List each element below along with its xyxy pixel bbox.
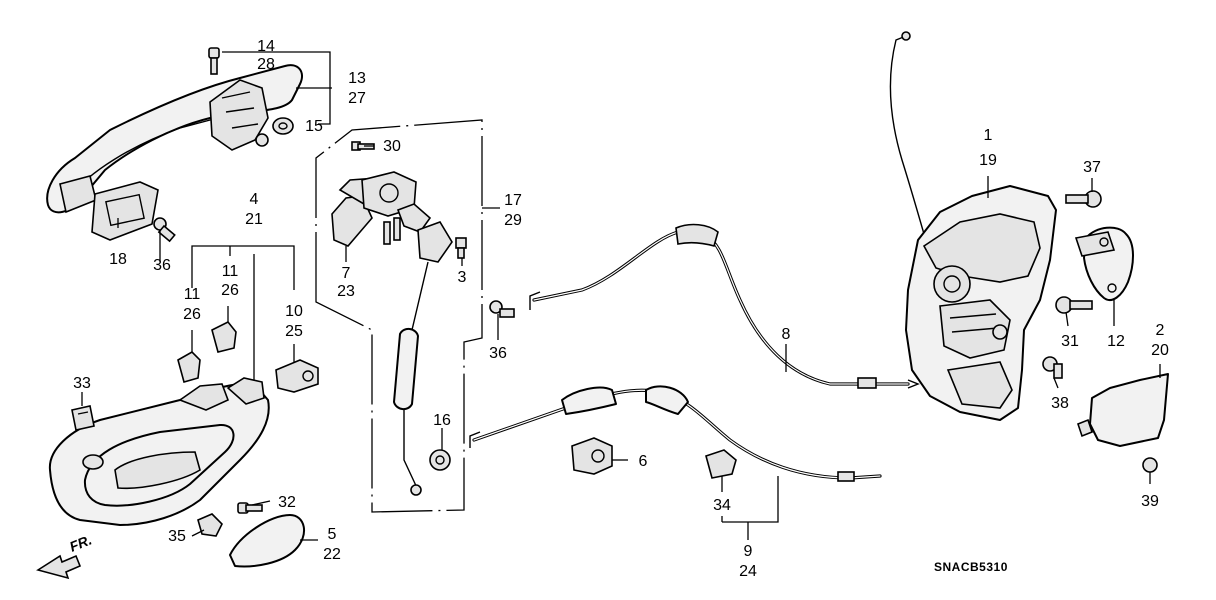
screw-31 xyxy=(1055,296,1093,314)
label-28: 28 xyxy=(257,56,275,73)
screw-39 xyxy=(1142,457,1158,473)
cable-8 xyxy=(529,223,920,389)
label-19: 19 xyxy=(979,152,997,169)
label-26-a: 26 xyxy=(183,306,201,323)
label-2: 2 xyxy=(1156,322,1165,339)
label-33: 33 xyxy=(73,375,91,392)
label-18: 18 xyxy=(109,251,127,268)
leader-lines xyxy=(81,51,1161,541)
label-1: 1 xyxy=(984,127,993,144)
front-arrow-icon: FR. xyxy=(36,531,94,580)
clip-11-left xyxy=(177,351,201,383)
label-7: 7 xyxy=(342,265,351,282)
clip-34 xyxy=(705,449,737,479)
direction-label: FR. xyxy=(67,531,94,554)
clip-11-right xyxy=(211,320,237,353)
label-6: 6 xyxy=(639,453,648,470)
grommet-15 xyxy=(272,117,294,135)
cable-9 xyxy=(469,385,882,482)
screw-37 xyxy=(1065,190,1102,208)
cover-2 xyxy=(1077,373,1169,447)
label-13: 13 xyxy=(348,70,366,87)
label-22: 22 xyxy=(323,546,341,563)
lock-rod xyxy=(393,261,429,496)
label-34: 34 xyxy=(713,497,731,514)
part-labels: 14 28 13 27 15 18 36 4 21 11 26 11 26 10… xyxy=(73,38,1169,580)
label-21: 21 xyxy=(245,211,263,228)
striker-12 xyxy=(1074,226,1134,301)
cover-5 xyxy=(229,514,305,568)
label-8: 8 xyxy=(782,326,791,343)
label-35: 35 xyxy=(168,528,186,545)
label-25: 25 xyxy=(285,323,303,340)
screw-38 xyxy=(1042,356,1063,379)
label-16: 16 xyxy=(433,412,451,429)
label-26-b: 26 xyxy=(221,282,239,299)
outer-door-handle xyxy=(46,64,304,214)
label-36-middle: 36 xyxy=(489,345,507,362)
label-36-left: 36 xyxy=(153,257,171,274)
label-9: 9 xyxy=(744,543,753,560)
screw-36-left xyxy=(153,217,176,243)
label-24: 24 xyxy=(739,563,757,580)
label-29: 29 xyxy=(504,212,522,229)
label-15: 15 xyxy=(305,118,323,135)
label-30: 30 xyxy=(383,138,401,155)
label-3: 3 xyxy=(458,269,467,286)
label-4: 4 xyxy=(250,191,259,208)
label-31: 31 xyxy=(1061,333,1079,350)
gasket-18 xyxy=(91,181,159,241)
label-11-a: 11 xyxy=(184,286,201,303)
label-27: 27 xyxy=(348,90,366,107)
label-10: 10 xyxy=(285,303,303,320)
label-39: 39 xyxy=(1141,493,1159,510)
diagram-code: SNACB5310 xyxy=(934,560,1008,574)
label-5: 5 xyxy=(328,526,337,543)
clip-35 xyxy=(197,513,223,537)
screw-14 xyxy=(208,47,220,75)
label-32: 32 xyxy=(278,494,296,511)
label-17: 17 xyxy=(504,192,522,209)
screw-36-middle xyxy=(489,300,515,318)
label-11-b: 11 xyxy=(222,263,239,280)
label-23: 23 xyxy=(337,283,355,300)
inner-door-handle xyxy=(48,377,270,526)
door-lock-actuator xyxy=(889,31,1057,421)
bracket-17-box xyxy=(315,119,483,513)
clip-33 xyxy=(71,405,95,431)
screw-3 xyxy=(455,237,467,259)
screw-32 xyxy=(237,502,263,514)
label-37: 37 xyxy=(1083,159,1101,176)
clip-10 xyxy=(275,359,319,393)
lock-cylinder xyxy=(361,171,453,263)
clip-16 xyxy=(429,449,451,471)
label-14: 14 xyxy=(257,38,275,55)
clip-6 xyxy=(571,437,613,475)
label-12: 12 xyxy=(1107,333,1125,350)
label-38: 38 xyxy=(1051,395,1069,412)
label-20: 20 xyxy=(1151,342,1169,359)
